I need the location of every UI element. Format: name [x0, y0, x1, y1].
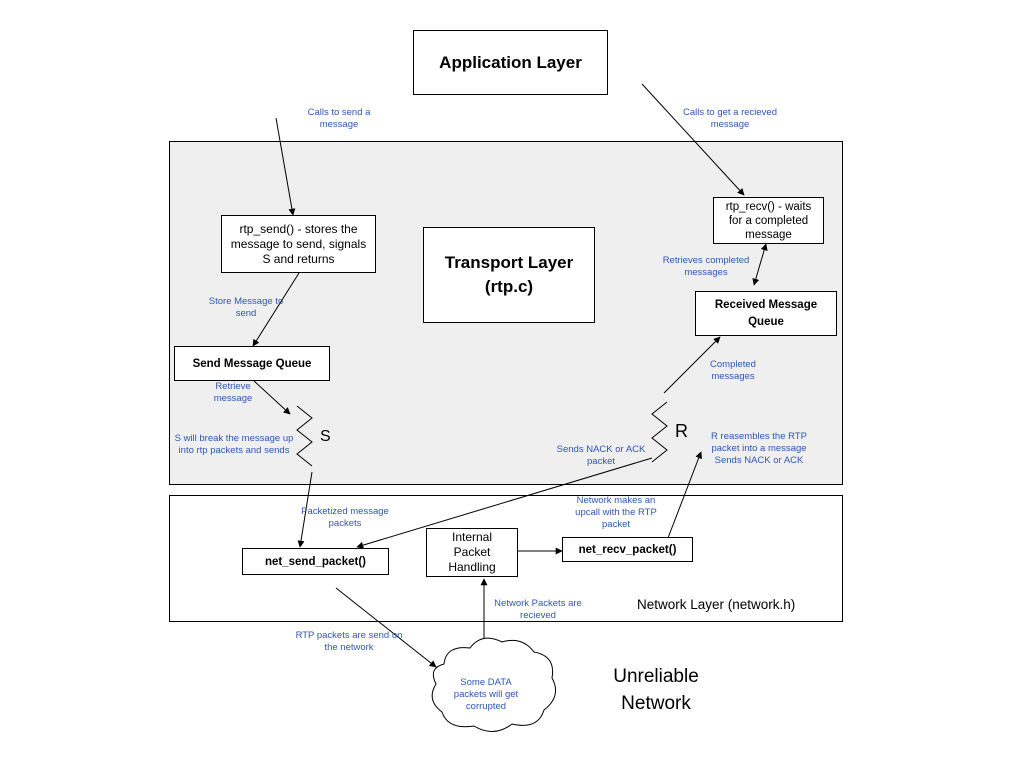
- arrow-r-to-net-send: [356, 457, 653, 549]
- rtp-recv-label: rtp_recv() - waits for a completed messa…: [725, 200, 812, 241]
- note-network-packets: Network Packets are recieved: [494, 598, 582, 621]
- transport-layer-label: Transport Layer: [444, 253, 574, 272]
- r-thread-label: R: [675, 421, 688, 441]
- recv-queue-box: Received Message Queue: [695, 291, 837, 336]
- internal-handling-label: Internal Packet Handling: [448, 530, 496, 574]
- note-store-message: Store Message to send: [208, 296, 284, 319]
- recv-queue-label: Received Message Queue: [714, 298, 818, 328]
- send-queue-box: Send Message Queue: [174, 346, 330, 381]
- net-send-box: net_send_packet(): [242, 548, 389, 575]
- rtp-send-label: rtp_send() - stores the message to send,…: [230, 221, 367, 266]
- note-retrieve: Retrieve message: [213, 381, 253, 404]
- rtp-recv-box: rtp_recv() - waits for a completed messa…: [713, 197, 824, 244]
- arrow-app-to-rtp-recv: [641, 83, 745, 196]
- s-thread-zigzag: [296, 405, 313, 467]
- note-calls-get: Calls to get a recieved message: [683, 107, 777, 130]
- note-s-break: S will break the message up into rtp pac…: [174, 433, 294, 456]
- note-packetized: Packetized message packets: [301, 506, 389, 529]
- note-completed: Completed messages: [710, 359, 756, 382]
- cloud-label: Some DATA packets will get corrupted: [453, 677, 519, 712]
- arrow-queue-to-recv: [752, 243, 768, 286]
- note-r-reassembles: R reasembles the RTP packet into a messa…: [711, 431, 807, 466]
- s-thread-label: S: [320, 428, 331, 445]
- note-sends-nack: Sends NACK or ACK packet: [556, 444, 646, 467]
- net-send-label: net_send_packet(): [265, 555, 366, 568]
- transport-layer-box: Transport Layer (rtp.c): [423, 227, 595, 323]
- send-queue-label: Send Message Queue: [192, 357, 312, 370]
- arrow-app-to-rtp-send: [275, 117, 296, 216]
- note-retrieves-completed: Retrieves completed messages: [662, 255, 750, 278]
- rtp-send-box: rtp_send() - stores the message to send,…: [221, 215, 376, 273]
- network-cloud-shape: [431, 637, 557, 732]
- net-recv-box: net_recv_packet(): [562, 537, 693, 562]
- arrow-s-to-net-send: [297, 471, 313, 548]
- arrow-r-to-recv-queue: [663, 336, 721, 394]
- arrow-net-send-to-cloud: [335, 587, 437, 668]
- arrow-net-recv-to-r: [667, 451, 703, 539]
- note-calls-send: Calls to send a message: [307, 107, 371, 130]
- r-thread-zigzag: [651, 401, 668, 463]
- arrow-queue-to-s: [253, 380, 291, 415]
- application-layer-box: Application Layer: [413, 30, 608, 95]
- arrow-rtp-send-to-queue: [252, 272, 300, 347]
- unreliable-network-label: Unreliable Network: [613, 666, 699, 714]
- note-network-upcall: Network makes an upcall with the RTP pac…: [575, 495, 657, 530]
- note-rtp-sent: RTP packets are send on the network: [295, 630, 403, 653]
- internal-handling-box: Internal Packet Handling: [426, 528, 518, 577]
- transport-file-label: (rtp.c): [484, 277, 534, 296]
- application-layer-label: Application Layer: [439, 52, 582, 72]
- net-recv-label: net_recv_packet(): [578, 543, 677, 556]
- network-layer-label: Network Layer (network.h): [637, 597, 796, 612]
